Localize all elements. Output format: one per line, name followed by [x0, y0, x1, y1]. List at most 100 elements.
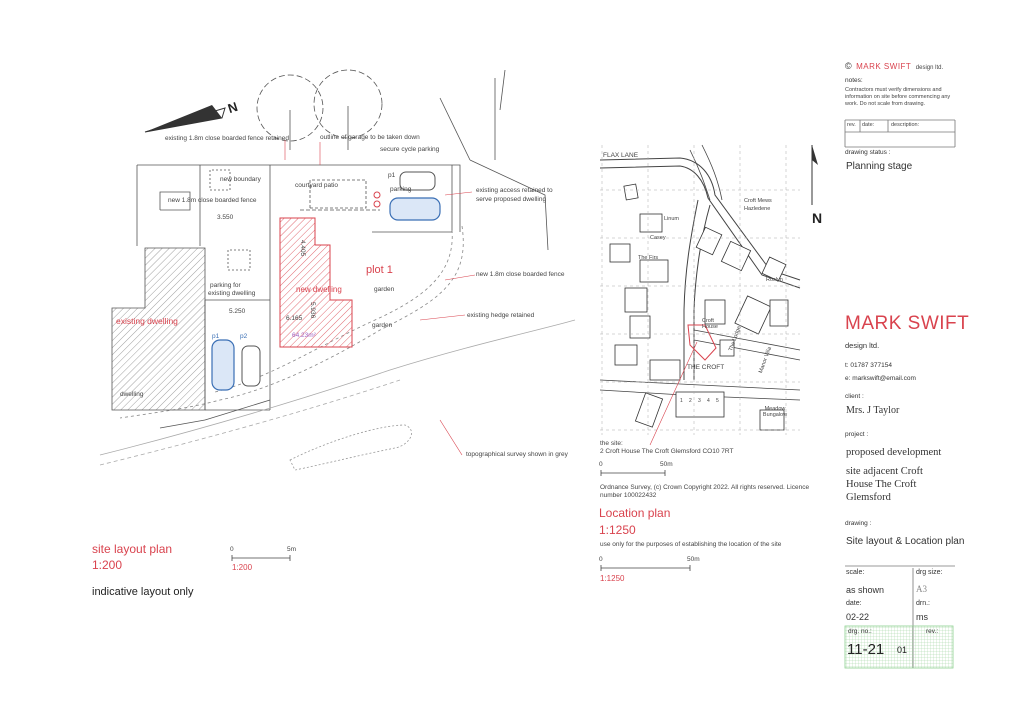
scale-bars — [231, 470, 691, 571]
status-value: Planning stage — [846, 161, 913, 172]
label-area: 64.23m² — [292, 332, 316, 339]
loc-casey: Casey — [650, 235, 666, 241]
drgno-label: drg. no.: — [848, 628, 872, 635]
notes-text: Contractors must verify dimensions and i… — [845, 87, 951, 107]
loc-linum: Linum — [664, 216, 679, 222]
label-dim2: 5.250 — [229, 308, 246, 315]
site-bar-scale: 1:200 — [232, 563, 253, 572]
loc-num-4: 4 — [707, 398, 710, 404]
loc-hazledene: Hazledene — [744, 206, 771, 212]
project-line4: Glemsford — [846, 492, 891, 503]
label-existing-dwelling-parking: existing dwelling — [208, 290, 256, 297]
loc-bar-50: 50m — [660, 461, 673, 468]
location-plan-scale: 1:1250 — [599, 523, 636, 537]
project-line2: site adjacent Croft — [846, 466, 923, 477]
drawing-label: drawing : — [845, 520, 872, 527]
location-plan-title: Location plan — [599, 506, 671, 520]
loc-site-address: 2 Croft House The Croft Glemsford CO10 7… — [600, 448, 734, 455]
loc-num-3: 3 — [698, 398, 701, 404]
loc-bar-0: 0 — [599, 461, 603, 468]
label-dim-v2: 5.936 — [309, 302, 316, 319]
drawing-value: Site layout & Location plan — [846, 536, 965, 547]
rev-label: rev.: — [926, 628, 939, 635]
label-dim-v1: 4.405 — [299, 240, 306, 257]
drawing-number-box — [844, 625, 954, 669]
loc-num-5: 5 — [716, 398, 719, 404]
label-parking: parking — [390, 186, 412, 193]
client-label: client : — [845, 393, 864, 400]
loc-north-letter: N — [812, 210, 823, 226]
drn-value: ms — [916, 612, 928, 622]
leader-lines — [284, 140, 476, 456]
label-plot: plot 1 — [366, 264, 393, 276]
project-label: project : — [845, 431, 869, 438]
label-fence-retained: existing 1.8m close boarded fence retain… — [165, 135, 289, 142]
location-map — [599, 144, 801, 446]
label-new-fence: new 1.8m close boarded fence — [168, 197, 257, 204]
rev-header-date: date: — [862, 122, 875, 128]
notes-label: notes: — [845, 77, 863, 84]
company-logo-name: MARK SWIFT — [845, 313, 970, 334]
label-courtyard: courtyard patio — [295, 182, 338, 189]
client-value: Mrs. J Taylor — [846, 405, 900, 416]
loc-the-croft: THE CROFT — [687, 364, 725, 371]
loc-bar2-scale: 1:1250 — [600, 574, 625, 583]
date-value: 02-22 — [846, 612, 870, 622]
copyright-company: MARK SWIFT — [856, 62, 912, 71]
label-garden2: garden — [372, 322, 393, 329]
size-value: A3 — [916, 584, 927, 594]
email: e: markswift@email.com — [845, 375, 916, 382]
site-plan-scale: 1:200 — [92, 558, 123, 572]
rev-header-rev: rev. — [847, 122, 856, 128]
label-new-dwelling: new dwelling — [296, 285, 342, 294]
scale-value: as shown — [846, 585, 885, 595]
label-new-fence2: new 1.8m close boarded fence — [476, 271, 565, 278]
loc-os-line2: number 100022432 — [600, 492, 657, 499]
loc-flax-lane: FLAX LANE — [603, 152, 639, 159]
indicative-note: indicative layout only — [92, 586, 194, 598]
label-dim3: 6.165 — [286, 315, 303, 322]
drn-label: drn.: — [916, 600, 931, 607]
loc-meadow: Meadow Bungalow — [762, 406, 788, 418]
label-p1: p1 — [212, 333, 220, 340]
drgno-value: 11-21 — [847, 641, 885, 658]
loc-the-firs: The Firs — [638, 255, 659, 261]
label-topo: topographical survey shown in grey — [466, 451, 568, 458]
rev-value: 01 — [897, 645, 908, 655]
label-parking-for: parking for — [210, 282, 241, 289]
site-bar-5: 5m — [287, 546, 297, 553]
tree-symbols — [256, 69, 383, 150]
date-label: date: — [846, 600, 862, 607]
rev-header-desc: description: — [891, 122, 920, 128]
label-dwelling: dwelling — [120, 391, 144, 398]
label-garden1: garden — [374, 286, 395, 293]
label-dim1: 3.550 — [217, 214, 234, 221]
label-p1-top: p1 — [388, 172, 396, 179]
existing-dwelling-hatch — [111, 247, 206, 411]
location-north-arrow — [811, 145, 818, 205]
label-hedge: existing hedge retained — [467, 312, 535, 319]
title-block-frame — [844, 119, 956, 668]
copyright-suffix: design ltd. — [915, 65, 944, 71]
loc-use-note: use only for the purposes of establishin… — [600, 541, 782, 548]
size-label: drg size: — [916, 569, 943, 576]
company-sub: design ltd. — [845, 341, 880, 350]
loc-roslyn: Roslyn — [766, 277, 783, 283]
loc-bar2-0: 0 — [599, 556, 603, 563]
parked-cars — [211, 171, 441, 391]
loc-os-line1: Ordnance Survey, (c) Crown Copyright 202… — [600, 484, 810, 491]
project-line3: House The Croft — [846, 479, 917, 490]
label-new-boundary: new boundary — [220, 176, 261, 183]
project-line1: proposed development — [846, 447, 942, 458]
site-bar-0: 0 — [230, 546, 234, 553]
loc-num-2: 2 — [689, 398, 692, 404]
loc-croft-mews: Croft Mews — [744, 198, 772, 204]
loc-bar2-50: 50m — [687, 556, 700, 563]
phone: t: 01787 377154 — [845, 362, 892, 369]
label-cycle-parking: secure cycle parking — [380, 146, 440, 153]
label-existing-dwelling: existing dwelling — [116, 316, 178, 326]
label-p2: p2 — [240, 333, 248, 340]
copyright-line: © MARK SWIFT design ltd. — [845, 56, 943, 74]
site-north-arrow — [144, 105, 226, 133]
